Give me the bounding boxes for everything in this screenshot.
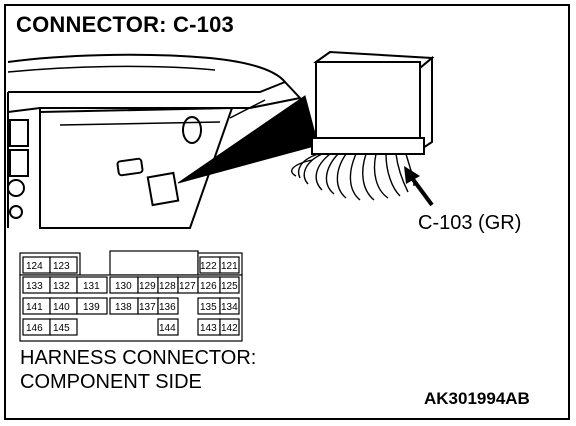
pin-label: 143 (200, 323, 217, 334)
pin-label: 140 (53, 302, 70, 313)
connector-pin-grid: 124 123 122 121 133 132 131 130 129 128 … (19, 250, 243, 342)
pin-125 (219, 276, 240, 294)
pin-label: 137 (139, 302, 156, 313)
caption-line-2: COMPONENT SIDE (20, 371, 202, 393)
pin-label: 136 (159, 302, 176, 313)
pin-label: 144 (159, 323, 176, 334)
pin-label: 139 (83, 302, 100, 313)
pin-142 (219, 318, 240, 336)
connector-arrow (404, 166, 434, 207)
pin-label: 141 (26, 302, 43, 313)
pin-label: 123 (53, 261, 70, 272)
pin-139 (76, 297, 108, 315)
pin-145 (49, 318, 78, 336)
pin-136 (157, 297, 179, 315)
housing-top-center (109, 250, 199, 276)
pin-label: 129 (139, 281, 156, 292)
pin-label: 121 (221, 261, 238, 272)
pin-label: 145 (53, 323, 70, 334)
caption: HARNESS CONNECTOR: COMPONENT SIDE (20, 346, 256, 394)
pin-label: 126 (200, 281, 217, 292)
pin-label: 128 (159, 281, 176, 292)
pin-label: 124 (26, 261, 43, 272)
pin-label: 131 (83, 281, 100, 292)
pin-label: 134 (221, 302, 238, 313)
diagram-frame (4, 4, 570, 420)
pin-123 (49, 256, 78, 274)
dashboard-illustration (7, 53, 302, 229)
pin-label: 132 (53, 281, 70, 292)
pin-label: 142 (221, 323, 238, 334)
figure-code: AK301994AB (424, 389, 530, 408)
pin-label: 135 (200, 302, 217, 313)
diagram-title: CONNECTOR: C-103 (16, 12, 234, 37)
pin-label: 138 (115, 302, 132, 313)
pin-134 (219, 297, 240, 315)
component-box (311, 50, 435, 155)
pin-label: 130 (115, 281, 132, 292)
pointer-beam (177, 95, 319, 184)
pin-label: 127 (179, 281, 196, 292)
pin-144 (157, 318, 179, 336)
caption-line-1: HARNESS CONNECTOR: (20, 347, 257, 369)
pin-label: 122 (200, 261, 217, 272)
pin-121 (219, 256, 240, 274)
pin-label: 125 (221, 281, 238, 292)
pin-label: 146 (26, 323, 43, 334)
pin-131 (76, 276, 108, 294)
connector-label: C-103 (GR) (418, 212, 522, 234)
pin-label: 133 (26, 281, 43, 292)
wire-harness (291, 153, 415, 201)
